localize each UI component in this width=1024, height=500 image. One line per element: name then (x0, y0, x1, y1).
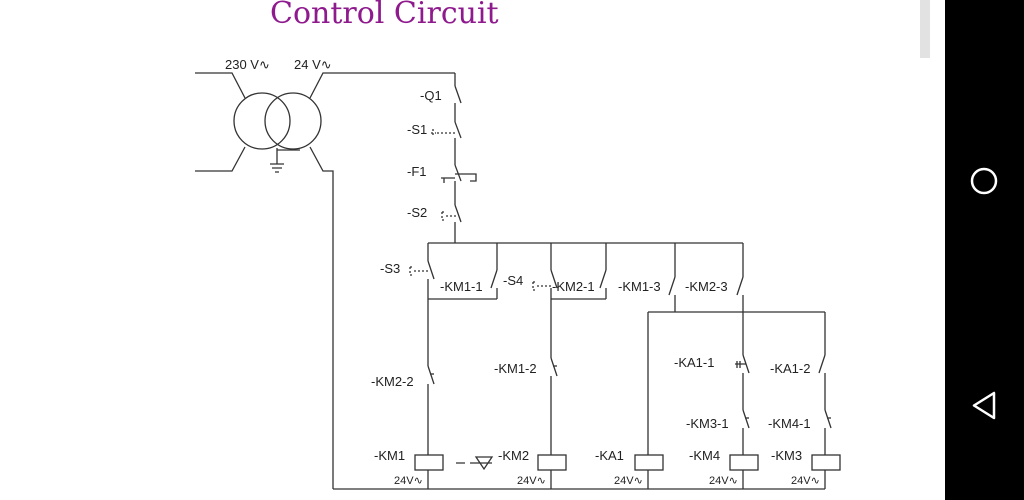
s2-contact (454, 204, 462, 223)
mechanical-interlock-icon (456, 456, 494, 471)
s1-actuator (431, 129, 455, 137)
triangle-back-icon[interactable] (972, 391, 996, 420)
ka1-2-label: -KA1-2 (770, 361, 810, 376)
coils (414, 454, 841, 489)
coil-name: -KM4 (689, 448, 720, 463)
ground-icon (270, 148, 284, 173)
km1-3-label: -KM1-3 (618, 279, 661, 294)
android-navigation-bar (945, 0, 1024, 500)
km1-2-label: -KM1-2 (494, 361, 537, 376)
coil-voltage: 24V∿ (517, 475, 546, 487)
s2-label: -S2 (407, 205, 427, 220)
km3-1-contact (742, 409, 750, 429)
km2-3-contact (736, 276, 744, 296)
km3-coil (811, 454, 841, 471)
ka1-1-label: -KA1-1 (674, 355, 714, 370)
s3-label: -S3 (380, 261, 400, 276)
coil-voltage: 24V∿ (614, 475, 643, 487)
coil-voltage: 24V∿ (791, 475, 820, 487)
km3-1-label: -KM3-1 (686, 416, 729, 431)
s4-label: -S4 (503, 273, 523, 288)
q1-contact (454, 85, 462, 104)
s1-contact (454, 121, 462, 139)
transformer-secondary-winding (264, 92, 322, 150)
km4-1-label: -KM4-1 (768, 416, 811, 431)
km2-2-contact (427, 365, 435, 385)
page-title: Control Circuit (270, 0, 499, 31)
circle-home-icon[interactable] (970, 167, 998, 195)
primary-voltage-label: 230 V∿ (225, 57, 270, 72)
ka1-1-time-delay (735, 361, 746, 368)
km1-3-contact (668, 276, 676, 296)
s2-actuator (441, 211, 457, 221)
s3-actuator (409, 266, 429, 276)
km1-2-contact (550, 357, 558, 377)
transformer-primary-winding (233, 92, 291, 150)
primary-lead-bottom (195, 146, 246, 172)
km2-1-label: -KM2-1 (552, 279, 595, 294)
coil-voltage: 24V∿ (394, 475, 423, 487)
s4-actuator (532, 281, 552, 291)
km4-1-contact (824, 409, 832, 429)
coil-voltage: 24V∿ (709, 475, 738, 487)
secondary-voltage-label: 24 V∿ (294, 57, 332, 72)
s1-label: -S1 (407, 122, 427, 137)
secondary-lead-top (309, 72, 455, 99)
ka1-2-contact (818, 354, 826, 374)
km2-2-label: -KM2-2 (371, 374, 414, 389)
circuit-diagram: 230 V∿ 24 V∿ -Q1 -S1 -F1 -S2 -S3 -S4 -KM… (195, 57, 841, 490)
s3-contact (427, 260, 435, 280)
km2-3-label: -KM2-3 (685, 279, 728, 294)
km1-1-label: -KM1-1 (440, 279, 483, 294)
ka1-coil (634, 454, 664, 471)
f1-label: -F1 (407, 164, 427, 179)
f1-contact (454, 164, 462, 182)
q1-label: -Q1 (420, 88, 442, 103)
branch-ka1 (647, 243, 832, 455)
main-series-branch (431, 73, 477, 243)
f1-thermal-actuator (441, 173, 477, 183)
coil-name: -KM2 (498, 448, 529, 463)
km4-coil (729, 454, 759, 471)
s4-contact (550, 269, 558, 289)
branch-km1 (409, 243, 498, 455)
km2-coil (537, 454, 567, 471)
km1-1-contact (490, 269, 498, 289)
coil-name: -KA1 (595, 448, 624, 463)
primary-lead-top (195, 72, 246, 99)
coil-name: -KM1 (374, 448, 405, 463)
scrollbar[interactable] (920, 0, 930, 58)
secondary-lead-bottom (309, 146, 334, 489)
labels: 230 V∿ 24 V∿ -Q1 -S1 -F1 -S2 -S3 -S4 -KM… (225, 57, 820, 487)
km1-coil (414, 454, 444, 471)
transformer-symbol (195, 72, 455, 489)
coil-name: -KM3 (771, 448, 802, 463)
branch-km2 (532, 243, 607, 455)
km2-1-contact (599, 269, 607, 289)
